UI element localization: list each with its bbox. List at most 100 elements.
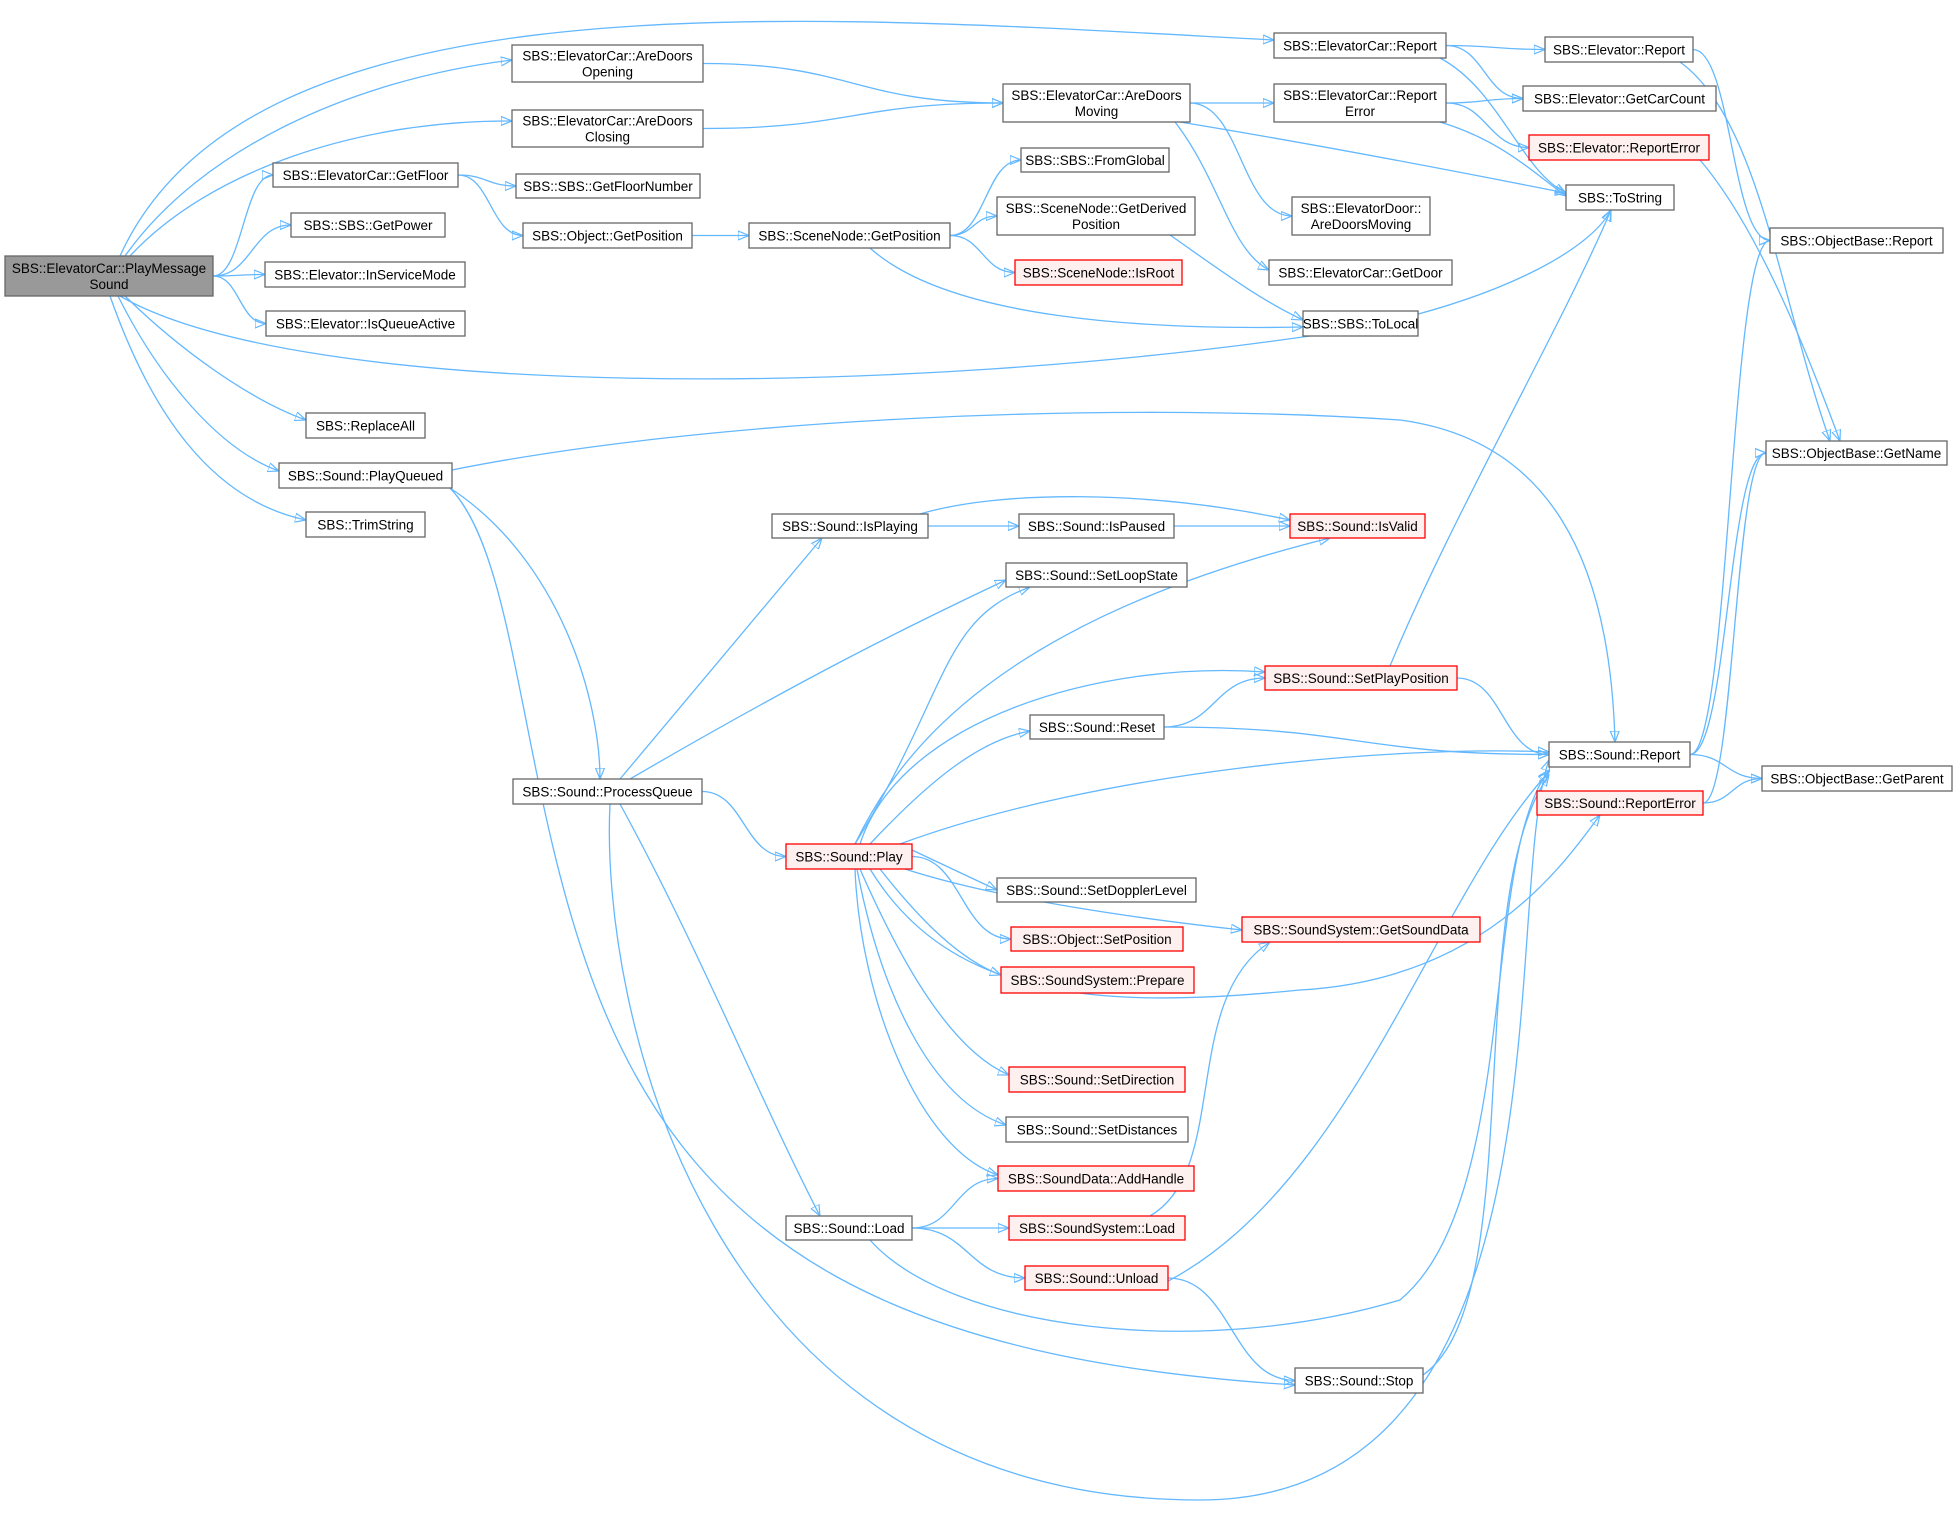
node-box[interactable]	[522, 222, 693, 249]
node-n8[interactable]: SBS::Sound::PlayQueued	[278, 462, 453, 489]
node-box[interactable]	[748, 222, 951, 249]
node-box[interactable]	[1268, 259, 1453, 286]
node-box[interactable]	[1522, 85, 1717, 112]
node-n45[interactable]: SBS::SoundData::AddHandle	[997, 1165, 1195, 1192]
node-box[interactable]	[785, 843, 913, 870]
node-n41[interactable]: SBS::SoundSystem::GetSoundData	[1241, 916, 1481, 943]
node-box[interactable]	[1289, 513, 1426, 539]
node-box[interactable]	[305, 511, 426, 538]
node-box[interactable]	[1302, 310, 1419, 337]
node-box[interactable]	[272, 162, 459, 188]
node-n10[interactable]: SBS::ElevatorCar::Report	[1273, 32, 1447, 59]
node-box[interactable]	[511, 44, 704, 83]
node-box[interactable]	[1010, 926, 1184, 952]
node-box[interactable]	[996, 196, 1196, 236]
node-n12[interactable]: SBS::SBS::GetFloorNumber	[515, 173, 701, 199]
node-box[interactable]	[512, 778, 703, 805]
node-n22[interactable]: SBS::Elevator::Report	[1544, 36, 1694, 63]
node-box[interactable]	[1565, 184, 1675, 211]
node-box[interactable]	[997, 1165, 1195, 1192]
node-n48[interactable]: SBS::Sound::Unload	[1024, 1265, 1169, 1291]
node-n28[interactable]: SBS::Sound::IsPlaying	[771, 513, 929, 539]
node-box[interactable]	[290, 212, 446, 238]
node-box[interactable]	[1008, 1066, 1186, 1093]
node-box[interactable]	[515, 173, 701, 199]
node-n47[interactable]: SBS::SoundSystem::Load	[1008, 1215, 1186, 1241]
node-n33[interactable]: SBS::Sound::Reset	[1029, 714, 1165, 740]
node-box[interactable]	[771, 513, 929, 539]
node-n11[interactable]: SBS::ElevatorCar::AreDoorsMoving	[1002, 83, 1191, 123]
node-n44[interactable]: SBS::Sound::SetDistances	[1005, 1116, 1189, 1143]
node-n35[interactable]: SBS::ObjectBase::GetParent	[1761, 765, 1953, 792]
node-box[interactable]	[996, 877, 1197, 903]
node-n49[interactable]: SBS::Sound::Stop	[1294, 1367, 1424, 1394]
node-n40[interactable]: SBS::Object::SetPosition	[1010, 926, 1184, 952]
node-box[interactable]	[1005, 1116, 1189, 1143]
node-n26[interactable]: SBS::ObjectBase::Report	[1769, 227, 1944, 254]
node-n32[interactable]: SBS::Sound::SetPlayPosition	[1264, 665, 1458, 691]
node-n43[interactable]: SBS::Sound::SetDirection	[1008, 1066, 1186, 1093]
node-n36[interactable]: SBS::Sound::ReportError	[1536, 790, 1704, 816]
node-n7[interactable]: SBS::ReplaceAll	[305, 412, 426, 439]
node-box[interactable]	[1264, 665, 1458, 691]
node-box[interactable]	[1273, 83, 1447, 123]
node-box[interactable]	[1294, 1367, 1424, 1394]
node-n42[interactable]: SBS::SoundSystem::Prepare	[1000, 966, 1195, 994]
node-box[interactable]	[1014, 259, 1183, 286]
node-box[interactable]	[511, 109, 704, 148]
node-n3[interactable]: SBS::ElevatorCar::GetFloor	[272, 162, 459, 188]
node-n19[interactable]: SBS::ElevatorDoor::AreDoorsMoving	[1291, 196, 1431, 236]
node-box[interactable]	[265, 310, 466, 337]
node-n37[interactable]: SBS::Sound::ProcessQueue	[512, 778, 703, 805]
node-box[interactable]	[305, 412, 426, 439]
node-box[interactable]	[278, 462, 453, 489]
node-n24[interactable]: SBS::Elevator::ReportError	[1528, 134, 1710, 161]
node-n9[interactable]: SBS::TrimString	[305, 511, 426, 538]
node-box[interactable]	[1291, 196, 1431, 236]
node-n17[interactable]: SBS::SceneNode::IsRoot	[1014, 259, 1183, 286]
node-n20[interactable]: SBS::ElevatorCar::GetDoor	[1268, 259, 1453, 286]
node-box[interactable]	[1544, 36, 1694, 63]
node-n34[interactable]: SBS::Sound::Report	[1548, 741, 1691, 768]
node-n15[interactable]: SBS::SBS::FromGlobal	[1020, 147, 1170, 173]
node-box[interactable]	[1018, 513, 1175, 539]
node-box[interactable]	[1008, 1215, 1186, 1241]
node-n23[interactable]: SBS::Elevator::GetCarCount	[1522, 85, 1717, 112]
node-box[interactable]	[1000, 966, 1195, 994]
node-box[interactable]	[264, 261, 466, 288]
node-n27[interactable]: SBS::ObjectBase::GetName	[1765, 440, 1948, 466]
node-box[interactable]	[1002, 83, 1191, 123]
node-n29[interactable]: SBS::Sound::IsPaused	[1018, 513, 1175, 539]
node-box[interactable]	[1020, 147, 1170, 173]
node-box[interactable]	[1548, 741, 1691, 768]
node-n31[interactable]: SBS::Sound::SetLoopState	[1005, 562, 1188, 588]
node-box[interactable]	[1005, 562, 1188, 588]
node-box[interactable]	[1029, 714, 1165, 740]
node-box[interactable]	[785, 1215, 913, 1241]
node-n38[interactable]: SBS::Sound::Play	[785, 843, 913, 870]
node-box[interactable]	[1273, 32, 1447, 59]
node-n5[interactable]: SBS::Elevator::InServiceMode	[264, 261, 466, 288]
node-box[interactable]	[1769, 227, 1944, 254]
node-n21[interactable]: SBS::SBS::ToLocal	[1302, 310, 1419, 337]
node-n14[interactable]: SBS::SceneNode::GetPosition	[748, 222, 951, 249]
node-box[interactable]	[1024, 1265, 1169, 1291]
node-n30[interactable]: SBS::Sound::IsValid	[1289, 513, 1426, 539]
node-box[interactable]	[1761, 765, 1953, 792]
node-box[interactable]	[1765, 440, 1948, 466]
node-n6[interactable]: SBS::Elevator::IsQueueActive	[265, 310, 466, 337]
node-n46[interactable]: SBS::Sound::Load	[785, 1215, 913, 1241]
node-box[interactable]	[4, 255, 214, 297]
node-n18[interactable]: SBS::ElevatorCar::ReportError	[1273, 83, 1447, 123]
node-box[interactable]	[1536, 790, 1704, 816]
node-n39[interactable]: SBS::Sound::SetDopplerLevel	[996, 877, 1197, 903]
node-n4[interactable]: SBS::SBS::GetPower	[290, 212, 446, 238]
node-n25[interactable]: SBS::ToString	[1565, 184, 1675, 211]
node-box[interactable]	[1241, 916, 1481, 943]
node-n13[interactable]: SBS::Object::GetPosition	[522, 222, 693, 249]
node-box[interactable]	[1528, 134, 1710, 161]
